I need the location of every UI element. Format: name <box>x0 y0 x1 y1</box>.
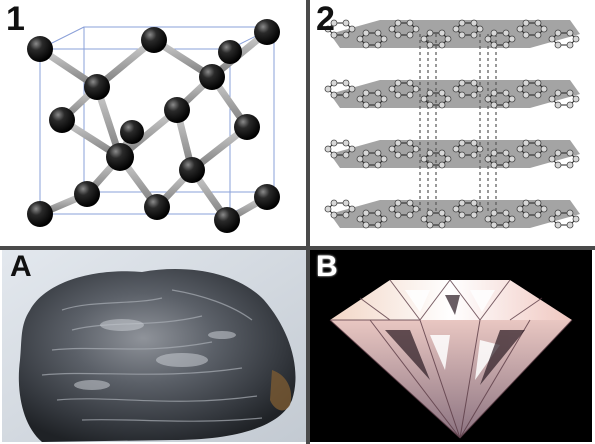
separator-vertical <box>306 0 310 444</box>
diamond-gem-photo <box>310 250 592 442</box>
panel-label-b: B <box>316 250 338 283</box>
panel-label-a: A <box>10 250 32 283</box>
panel-label-1: 1 <box>6 2 25 38</box>
panel-diamond-lattice: 1 <box>2 2 306 246</box>
diamond-lattice-illustration <box>27 19 280 233</box>
separator-horizontal <box>0 246 595 250</box>
panel-graphite-layers: 2 <box>310 2 592 246</box>
panel-label-2: 2 <box>316 2 335 38</box>
panel-graphite-mineral: A <box>2 250 306 442</box>
panel-diamond-gem: B <box>310 250 592 442</box>
graphite-rock-photo <box>2 250 306 442</box>
graphite-structure-illustration <box>324 19 580 229</box>
